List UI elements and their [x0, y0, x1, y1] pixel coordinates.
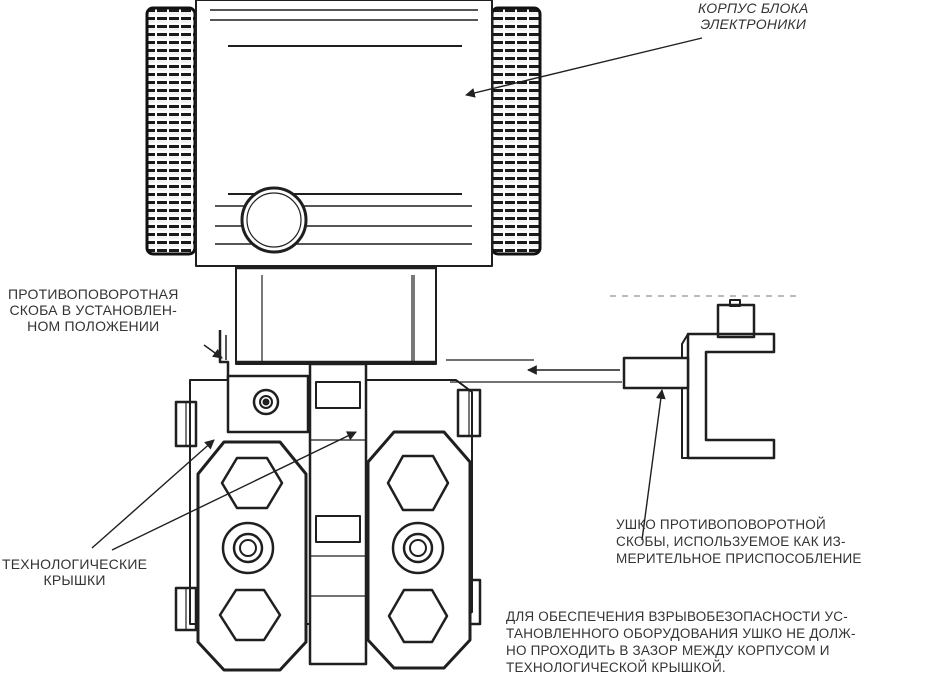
leader-lines [91, 37, 703, 551]
label-line: НО ПРОХОДИТЬ В ЗАЗОР МЕЖДУ КОРПУСОМ И [506, 643, 830, 658]
left-drain-hex-top [220, 456, 284, 510]
anti-rotation-bracket-detached [622, 299, 776, 460]
label-bracket-lug: УШКО ПРОТИВОПОВОРОТНОЙ СКОБЫ, ИСПОЛЬЗУЕМ… [616, 516, 862, 567]
label-line: КОРПУС БЛОКА [698, 0, 809, 16]
left-process-cover [196, 440, 308, 672]
label-line: ТЕХНОЛОГИЧЕСКИЕ [2, 556, 148, 572]
conduit-entry-port [240, 186, 308, 254]
right-process-port [391, 521, 445, 575]
label-line: НОМ ПОЛОЖЕНИИ [27, 318, 160, 334]
label-line: МЕРИТЕЛЬНОЕ ПРИСПОСОБЛЕНИЕ [616, 551, 862, 566]
mount-bolt [252, 388, 280, 416]
bracket-lug [622, 356, 690, 390]
housing-neck [235, 265, 437, 365]
label-line: ЭЛЕКТРОНИКИ [700, 16, 807, 32]
label-bracket-installed: ПРОТИВОПОВОРОТНАЯ СКОБА В УСТАНОВЛЕН- НО… [8, 286, 179, 334]
label-line: ТЕХНОЛОГИЧЕСКОЙ КРЫШКОЙ. [506, 660, 726, 675]
center-body [308, 362, 368, 666]
label-line: СКОБА В УСТАНОВЛЕН- [9, 302, 178, 318]
safety-note: ДЛЯ ОБЕСПЕЧЕНИЯ ВЗРЫВОБЕЗОПАСНОСТИ УС- Т… [506, 608, 856, 676]
electronics-housing [145, 0, 542, 267]
right-drain-hex-bottom [387, 588, 449, 644]
label-electronics-housing: КОРПУС БЛОКА ЭЛЕКТРОНИКИ [698, 0, 809, 32]
right-cooling-fins [490, 6, 542, 256]
right-drain-hex-top [386, 454, 450, 512]
label-process-covers: ТЕХНОЛОГИЧЕСКИЕ КРЫШКИ [2, 556, 147, 588]
left-drain-hex-bottom [218, 588, 282, 642]
left-process-port [221, 521, 275, 575]
left-cooling-fins [145, 6, 197, 256]
right-process-cover [366, 430, 472, 670]
label-line: УШКО ПРОТИВОПОВОРОТНОЙ [616, 517, 826, 532]
label-line: СКОБЫ, ИСПОЛЬЗУЕМОЕ КАК ИЗ- [616, 534, 846, 549]
anti-rotation-bracket-installed [218, 330, 230, 382]
label-line: ДЛЯ ОБЕСПЕЧЕНИЯ ВЗРЫВОБЕЗОПАСНОСТИ УС- [506, 609, 848, 624]
label-line: КРЫШКИ [43, 572, 106, 588]
label-line: ТАНОВЛЕННОГО ОБОРУДОВАНИЯ УШКО НЕ ДОЛЖ- [506, 626, 856, 641]
label-line: ПРОТИВОПОВОРОТНАЯ [8, 286, 179, 302]
